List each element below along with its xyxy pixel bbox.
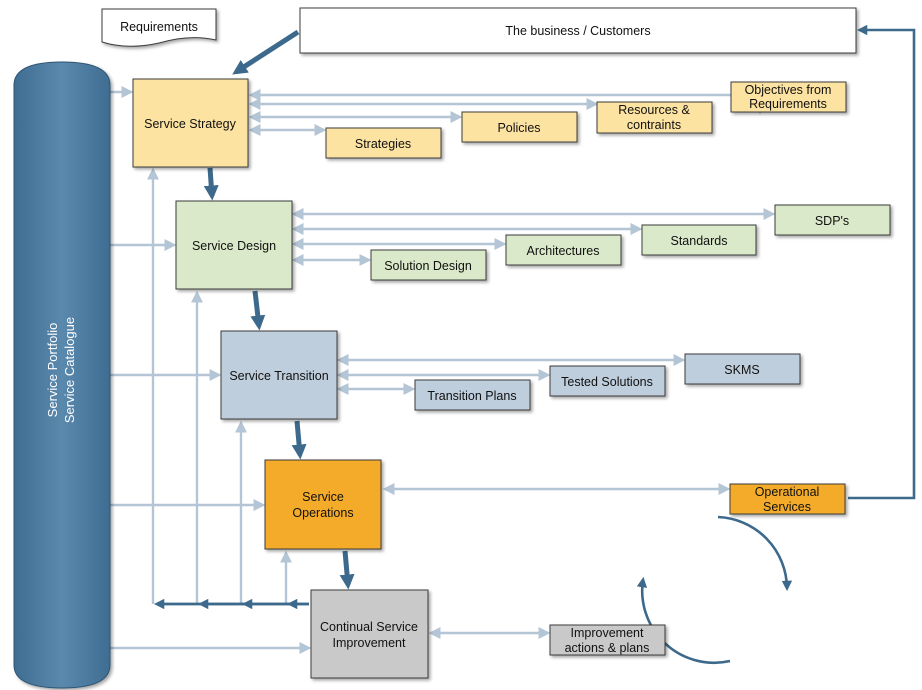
architectures-label: Architectures (527, 244, 600, 258)
operational-services-label-line1: Operational (755, 485, 820, 499)
flow-transition-to-operations (291, 420, 307, 460)
service-strategy-box: Service Strategy (132, 78, 249, 168)
improvement-actions-box: Improvement actions & plans (549, 624, 666, 656)
flow-business-to-strategy (232, 29, 300, 75)
service-transition-box: Service Transition (220, 330, 338, 420)
improvement-actions-label-line2: actions & plans (565, 641, 650, 655)
flow-operations-to-csi (339, 550, 355, 590)
skms-label: SKMS (724, 363, 759, 377)
business-customers-box: The business / Customers (299, 7, 857, 54)
flow-design-to-transition (250, 290, 266, 331)
improvement-actions-label-line1: Improvement (571, 626, 644, 640)
skms-box: SKMS (684, 353, 801, 385)
portfolio-label-line2: Service Catalogue (62, 317, 77, 423)
resources-label-line1: Resources & (618, 103, 690, 117)
requirements-note: Requirements (101, 8, 217, 47)
transition-plans-label: Transition Plans (427, 389, 516, 403)
tested-solutions-label: Tested Solutions (561, 375, 653, 389)
strategies-box: Strategies (325, 127, 442, 159)
solution-design-label: Solution Design (384, 259, 472, 273)
service-operations-label-line2: Operations (292, 506, 353, 520)
standards-box: Standards (641, 224, 757, 256)
objectives-label-line2: Requirements (749, 97, 827, 111)
operational-services-box: Operational Services (729, 483, 846, 515)
transition-plans-box: Transition Plans (414, 379, 531, 411)
service-portfolio-cylinder: Service Portfolio Service Catalogue (13, 61, 111, 689)
portfolio-label-line1: Service Portfolio (45, 323, 60, 418)
service-strategy-label: Service Strategy (144, 117, 236, 131)
policies-box: Policies (461, 111, 578, 143)
architectures-box: Architectures (505, 234, 622, 266)
flow-strategy-to-design (203, 167, 219, 201)
csi-label-line1: Continual Service (320, 620, 418, 634)
service-design-box: Service Design (175, 200, 293, 290)
resources-box: Resources & contraints (596, 101, 713, 134)
policies-label: Policies (497, 121, 540, 135)
service-design-label: Service Design (192, 239, 276, 253)
business-customers-label: The business / Customers (505, 24, 650, 38)
improvement-cycle-arrow-right (717, 515, 793, 592)
resources-label-line2: contraints (627, 118, 681, 132)
objectives-box: Objectives from Requirements (730, 81, 847, 113)
csi-label-line2: Improvement (333, 636, 406, 650)
strategies-label: Strategies (355, 137, 411, 151)
tested-solutions-box: Tested Solutions (549, 365, 666, 397)
continual-service-improvement-box: Continual Service Improvement (310, 589, 429, 679)
service-transition-label: Service Transition (229, 369, 328, 383)
solution-design-box: Solution Design (370, 249, 487, 281)
sdps-box: SDP's (774, 204, 891, 236)
objectives-label-line1: Objectives from (745, 83, 832, 97)
operational-services-label-line2: Services (763, 500, 811, 514)
service-operations-label-line1: Service (302, 490, 344, 504)
service-operations-box: Service Operations (264, 459, 382, 550)
feedback-operational-services-to-business (848, 24, 916, 500)
sdps-label: SDP's (815, 214, 849, 228)
requirements-label: Requirements (120, 20, 198, 34)
standards-label: Standards (671, 234, 728, 248)
